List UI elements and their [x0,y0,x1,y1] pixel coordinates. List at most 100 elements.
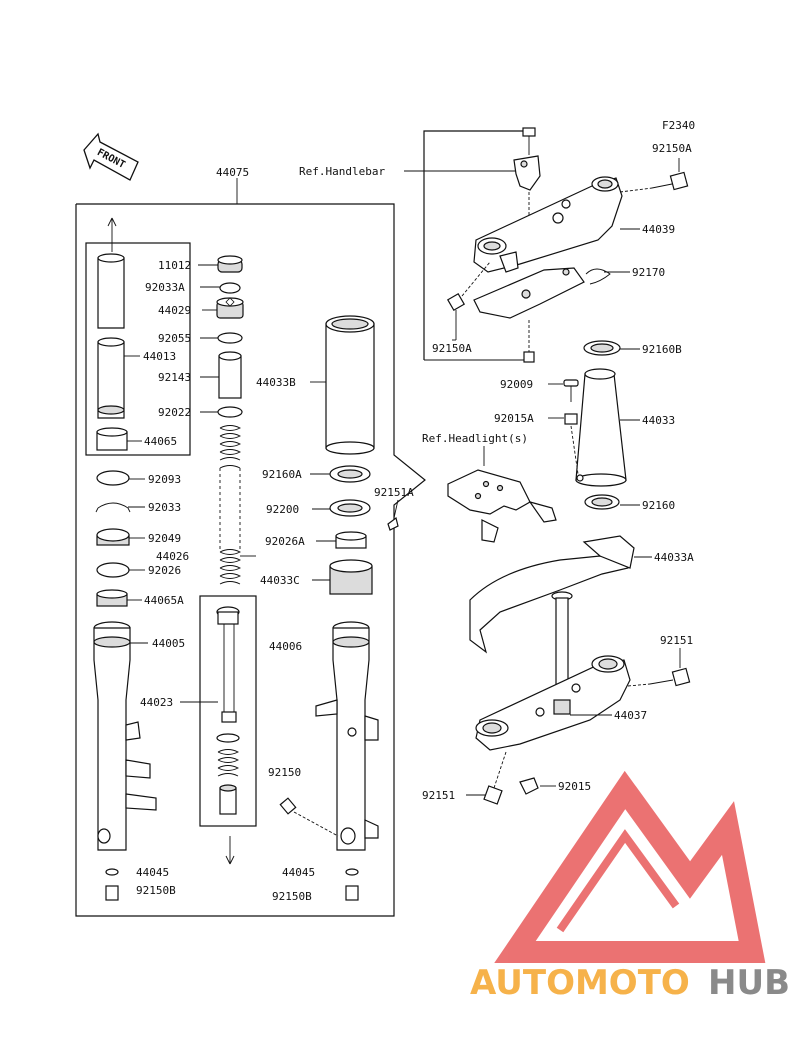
label-92093: 92093 [148,473,181,486]
cover-44033A [469,535,652,654]
label-44075: 44075 [216,166,249,179]
label-44006: 44006 [269,640,302,653]
label-92151-bottom: 92151 [422,789,455,802]
label-44065A: 44065A [144,594,184,607]
bolt-92151-bottom [466,751,507,805]
bolt-92150B-right [345,885,359,901]
washer-92026 [96,562,130,578]
seal-92160 [584,494,640,510]
label-44065: 44065 [144,435,177,448]
bushing-44065 [96,427,128,451]
cap-bolt [217,255,243,273]
label-92160A: 92160A [262,468,302,481]
washer-44045-left [105,868,119,876]
outer-tube-right [315,621,379,851]
label-92170: 92170 [632,266,665,279]
fork-assembly-frame: 44075 [75,166,426,917]
label-44029: 44029 [158,304,191,317]
bracket-plate [473,267,630,319]
label-44045-right: 44045 [282,866,315,879]
label-92033A: 92033A [145,281,185,294]
bolt-92150B-left [105,885,119,901]
seal-92160B [583,340,640,356]
label-92022: 92022 [158,406,191,419]
watermark-text-automoto: AUTOMOTO [470,963,690,1003]
headlight-bracket [447,446,557,543]
leader-lines-left [124,264,256,703]
nut [523,351,535,363]
ring-92160A-inner [337,469,363,479]
ring-92200-inner [337,503,363,513]
washer-92015A [548,413,584,482]
label-44039: 44039 [642,223,675,236]
oil-seal-92049 [96,528,130,546]
leader-lines-right [452,228,640,341]
leader-lines-middle [310,381,399,581]
label-44005: 44005 [152,637,185,650]
label-44033C: 44033C [260,574,300,587]
label-92151A: 92151A [374,486,414,499]
pinch-bolt-92150A-bottom [446,261,491,340]
label-44013: 44013 [143,350,176,363]
ref-headlight-label: Ref.Headlight(s) [422,432,528,445]
fork-tube-lower [97,337,125,419]
top-bracket-44039 [473,176,623,273]
fork-spring [219,425,242,585]
o-ring-92033A [219,282,241,294]
clamp-92026A [335,516,399,549]
label-92150B-right: 92150B [272,890,312,903]
clip-92033 [95,502,131,513]
watermark-text-hub: HUB [708,963,790,1003]
seal-92093 [96,470,130,486]
label-92143: 92143 [158,371,191,384]
bushing-44065A [96,589,128,607]
label-44033A: 44033A [654,551,694,564]
label-92026: 92026 [148,564,181,577]
outer-tube-left [93,621,157,851]
label-92015A: 92015A [494,412,534,425]
cover-44033 [575,368,640,487]
label-11012: 11012 [158,259,191,272]
label-92151: 92151 [660,634,693,647]
figure-code: F2340 [662,119,695,132]
washer-44045-right [345,868,359,876]
label-44045-left: 44045 [136,866,169,879]
steering-stem-44037 [475,591,631,751]
damper-rod [216,606,240,865]
o-ring-92055 [217,332,243,344]
label-92015: 92015 [558,780,591,793]
label-44026: 44026 [156,550,189,563]
label-92150B-left: 92150B [136,884,176,897]
front-arrow-icon: FRONT [83,132,139,181]
spring-seat-44029 [216,297,244,319]
washer-92022 [217,406,243,418]
label-44037: 44037 [614,709,647,722]
label-92150A-top: 92150A [652,142,692,155]
handlebar-group-frame [404,130,530,361]
label-92009: 92009 [500,378,533,391]
label-92200: 92200 [266,503,299,516]
bolt-92151-right [627,648,691,687]
label-92033: 92033 [148,501,181,514]
part-labels: Ref.Handlebar Ref.Headlight(s) 11012 920… [136,142,694,903]
label-92150: 92150 [268,766,301,779]
label-44023: 44023 [140,696,173,709]
label-92026A: 92026A [265,535,305,548]
label-92150A-bottom: 92150A [432,342,472,355]
label-92160B: 92160B [642,343,682,356]
spacer-92143 [218,351,242,399]
bolt-92150 [279,797,339,837]
nut-92015 [519,777,556,795]
cover-44033C [329,559,373,595]
bolt-92009 [548,379,579,402]
label-44033: 44033 [642,414,675,427]
label-92160: 92160 [642,499,675,512]
tube-group-frame [85,242,191,456]
handlebar-riser [513,155,541,191]
cover-44033B [325,315,375,455]
label-44033B: 44033B [256,376,296,389]
label-92049: 92049 [148,532,181,545]
damper-rod-frame [199,595,257,827]
label-92055: 92055 [158,332,191,345]
